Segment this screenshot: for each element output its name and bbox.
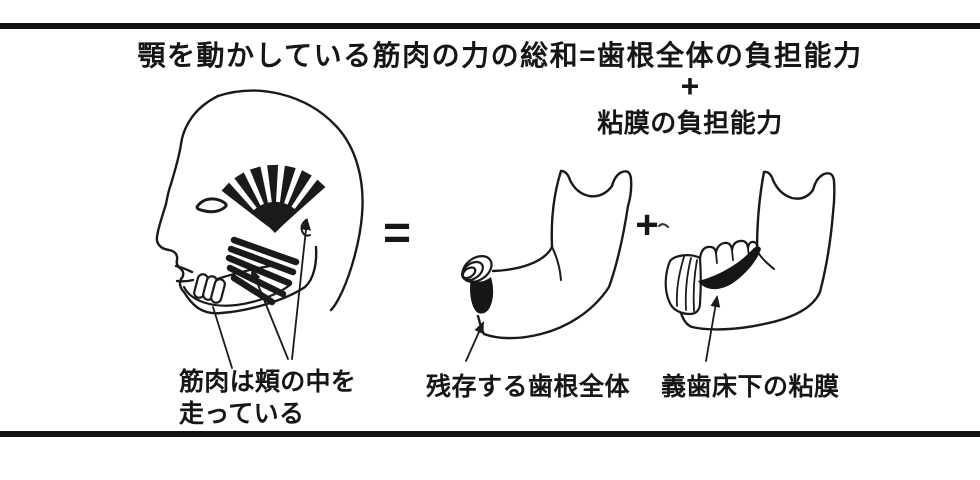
mandible-outline — [476, 169, 633, 340]
remaining-roots-label: 残存する歯根全体 — [426, 373, 631, 401]
oblique-line — [551, 246, 562, 281]
roots-label-arrow — [465, 321, 484, 362]
mucosa-capacity-label: 粘膜の負担能力 — [597, 108, 783, 138]
oblique-line — [756, 250, 775, 270]
ramus-front-border — [550, 169, 563, 249]
ramus-front-border — [755, 170, 766, 253]
mandible-outline — [679, 170, 836, 331]
mucosa-label-arrow — [705, 295, 721, 362]
alveolar-crest-line — [491, 245, 554, 273]
pointer-arrow-masseter — [251, 268, 289, 360]
diagram-title: 顎を動かしている筋肉の力の総和=歯根全体の負担能力 — [137, 40, 863, 71]
pointer-arrow-temporalis — [291, 218, 311, 360]
muscle-note-line2: 走っている — [179, 399, 305, 428]
eye — [195, 197, 228, 214]
muscle-note-line1: 筋肉は頬の中を — [179, 368, 357, 396]
temporalis-fan-muscle — [221, 164, 326, 233]
stray-mark — [658, 223, 669, 228]
mouth-upper-line — [174, 264, 194, 274]
plus-sign-top: + — [680, 68, 700, 104]
ridge-cross-section-rings — [461, 255, 493, 283]
mucosa-crescent-black — [698, 246, 761, 290]
muscle-note-label: 筋肉は頬の中を走っている — [179, 367, 356, 430]
front-teeth-layers — [675, 256, 698, 312]
head-profile-muscles-illustration — [155, 89, 364, 369]
frame-top-bar — [0, 23, 980, 29]
masseter-muscle-strips — [225, 236, 300, 306]
molar-teeth — [193, 273, 226, 304]
pointer-line-cheek — [212, 306, 233, 369]
frame-bottom-bar — [0, 431, 980, 437]
plus-sign-middle: + — [635, 203, 659, 247]
denture-mucosa-label: 義歯床下の粘膜 — [661, 373, 840, 401]
remaining-root-black — [470, 277, 494, 314]
mandible-remaining-roots-illustration — [461, 169, 633, 362]
head-skull-outline — [216, 89, 364, 312]
mandible-denture-mucosa-illustration — [664, 170, 836, 362]
mouth-lower-line — [175, 278, 195, 283]
denture-front-teeth-block — [664, 254, 702, 316]
equals-sign: = — [383, 207, 412, 260]
muscle-label-pointers — [212, 218, 311, 369]
